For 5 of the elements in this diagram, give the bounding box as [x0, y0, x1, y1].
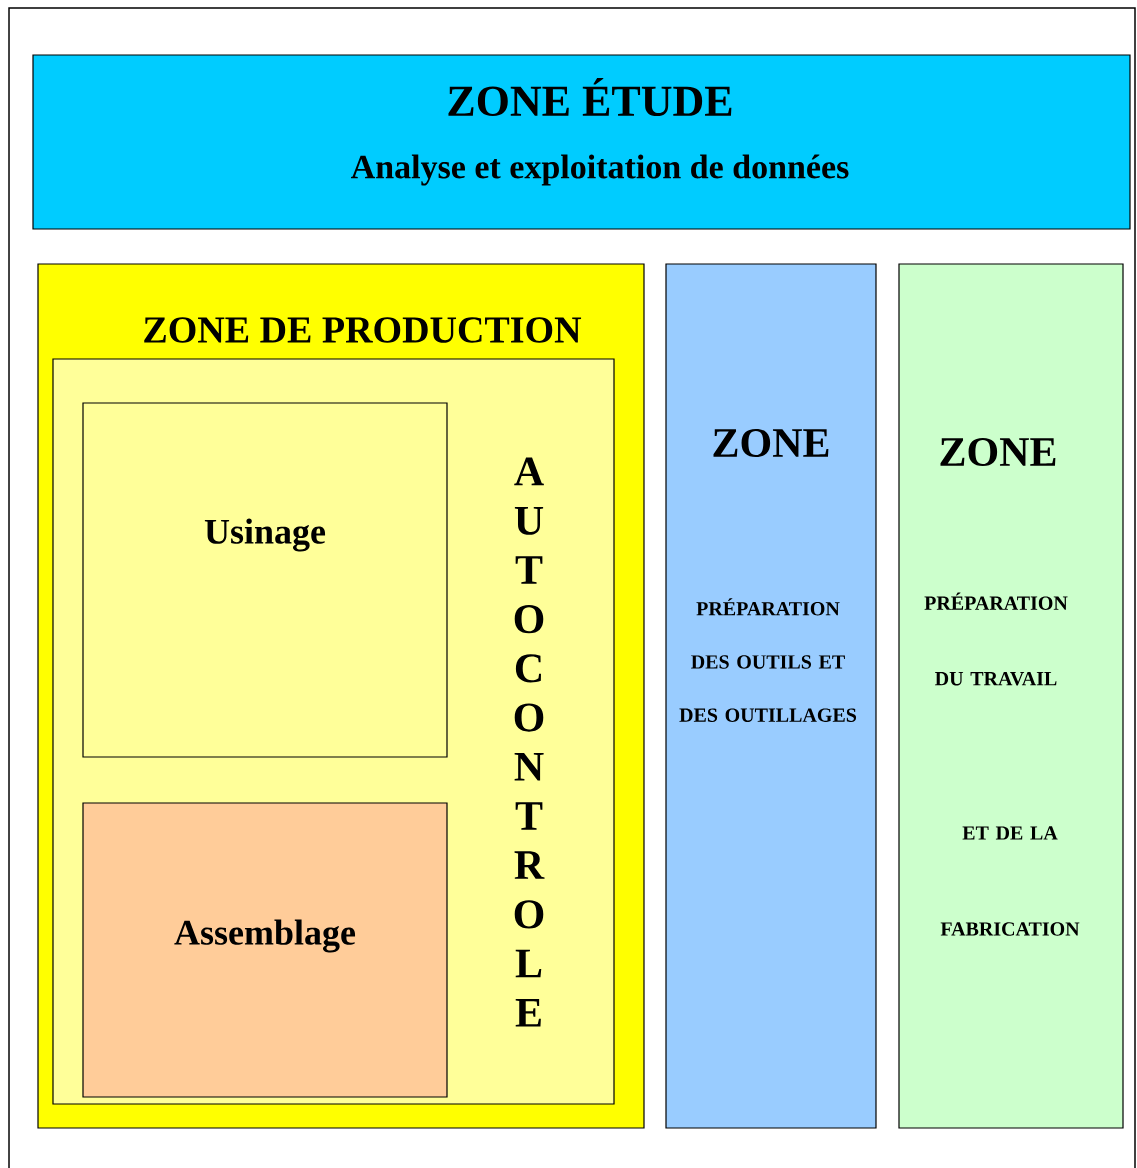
zone-column: ZONE PRÉPARATION DES OUTILS ET DES OUTILLAGES [665, 263, 877, 1129]
zone-column: ZONE PRÉPARATION DU TRAVAIL ET DE LA FABRICATION [898, 263, 1124, 1129]
zone-box: ZONE ÉTUDE Analyse et exploitation de données [32, 54, 1131, 230]
area-box: Usinage [82, 402, 448, 758]
area-box: Assemblage [82, 802, 448, 1098]
